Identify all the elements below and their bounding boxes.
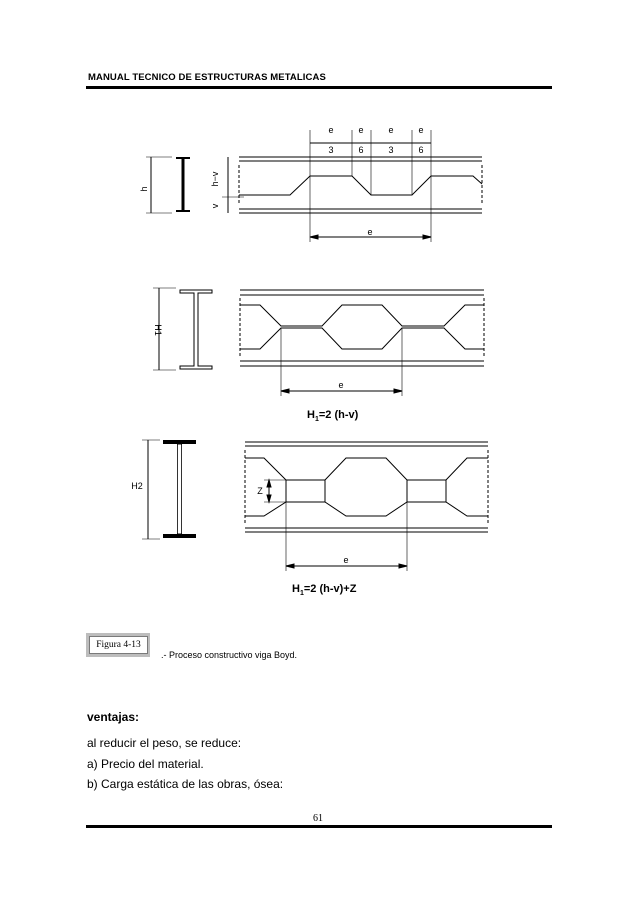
label-z: Z (257, 486, 263, 496)
label-v: v (210, 203, 220, 208)
fraction-1-den: 3 (328, 145, 333, 155)
figure-caption: .- Proceso constructivo viga Boyd. (161, 650, 298, 660)
document-header-title: MANUAL TECNICO DE ESTRUCTURAS METALICAS (88, 72, 326, 83)
label-e-1: e (367, 227, 372, 237)
fraction-2-num: e (358, 125, 363, 135)
page-number: 61 (313, 813, 323, 824)
i-section-2 (179, 289, 213, 370)
diagram-2-castellated-beam (153, 287, 485, 396)
label-h1: H1 (153, 324, 163, 336)
body-line-1: al reducir el peso, se reduce: (87, 736, 242, 750)
footer-rule (86, 825, 552, 828)
label-h-minus-v: h−v (210, 171, 220, 186)
formula-h2: H1=2 (h-v)+Z (292, 583, 357, 598)
fraction-4-den: 6 (418, 145, 423, 155)
formula-h1: H1=2 (h-v) (307, 409, 359, 424)
figure-label: Figura 4-13 (89, 636, 148, 654)
fraction-4-num: e (418, 125, 423, 135)
figure-label-box: Figura 4-13 (86, 633, 150, 657)
fraction-3-num: e (388, 125, 393, 135)
fraction-3-den: 3 (388, 145, 393, 155)
body-line-3: b) Carga estática de las obras, ósea: (87, 777, 284, 791)
diagram-1-cut-layout (146, 130, 483, 242)
label-h2: H2 (131, 481, 143, 491)
label-e-3: e (343, 555, 348, 565)
label-h: h (139, 186, 149, 191)
boyd-beam-figure: h h−v v e 3 e 6 e 3 e 6 e H1 e H2 Z e (131, 125, 489, 571)
i-section-1 (176, 157, 190, 212)
fraction-1-num: e (328, 125, 333, 135)
fraction-2-den: 6 (358, 145, 363, 155)
section-heading: ventajas: (87, 710, 140, 724)
diagram-3-beam-with-plate (142, 439, 489, 571)
header-rule (86, 86, 552, 89)
body-line-2: a) Precio del material. (87, 757, 204, 771)
label-e-2: e (338, 380, 343, 390)
